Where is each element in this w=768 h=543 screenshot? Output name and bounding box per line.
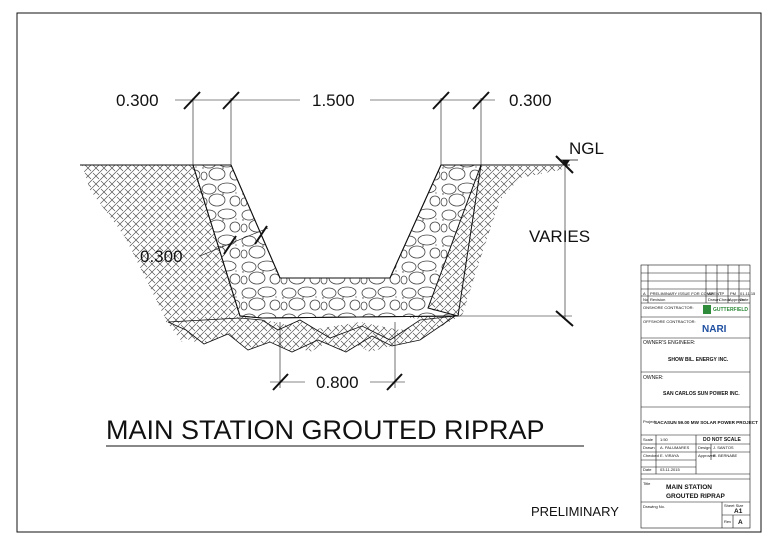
dim-channel-top: 1.500 [312, 91, 355, 110]
onshore-contractor-label: ONSHORE CONTRACTOR: [643, 305, 694, 310]
sheet-size-label: Sheet Size [724, 503, 744, 508]
thickness-dimension [199, 225, 269, 257]
drawn-value: A. PALUMARES [660, 445, 690, 450]
scale-label: Scale [643, 437, 654, 442]
owner-label: OWNER: [643, 375, 664, 381]
sheet-border [16, 12, 762, 533]
checked-label: Checked [643, 453, 659, 458]
date-label: Date [643, 467, 652, 472]
design-label: Design [698, 445, 710, 450]
owners-engineer-label: OWNER'S ENGINEER: [643, 340, 695, 346]
title-block [640, 264, 751, 529]
rev-row-app: PM [730, 291, 736, 296]
rev-header-by: Drawn [708, 297, 720, 302]
title-label: Title [643, 481, 651, 486]
approved-value: R. BERNABE [713, 453, 738, 458]
owners-engineer: SHOW BIL. ENERGY INC. [668, 357, 729, 363]
onshore-contractor-logo: GUTTERFIELD [713, 307, 748, 313]
rev-header-date: Date [740, 297, 749, 302]
channel-surface [230, 164, 442, 279]
bottom-soil [167, 315, 456, 353]
rev-value: A [738, 519, 743, 526]
owner-name: SAN CARLOS SUN POWER INC. [663, 391, 740, 397]
drawn-label: Drawn [643, 445, 655, 450]
rev-row-description: PRELIMINARY ISSUE FOR COMMENT [650, 291, 722, 296]
rev-header-description: Revision [650, 297, 665, 302]
dim-left-top: 0.300 [116, 91, 159, 110]
title-line-2: GROUTED RIPRAP [666, 493, 726, 500]
rev-row-date: 01.11.15 [740, 291, 756, 296]
scale-value: 1:50 [660, 437, 669, 442]
rev-header-app: Approve [729, 297, 745, 302]
rev-header-rev: No [643, 297, 649, 302]
approved-label: Approved [698, 453, 715, 458]
top-dimension [175, 91, 495, 165]
left-soil [82, 165, 240, 342]
ngl-marker [555, 155, 578, 174]
ngl-label: NGL [569, 139, 604, 158]
dim-thickness: 0.300 [140, 247, 183, 266]
offshore-contractor-label: OFFSHORE CONTRACTOR: [643, 319, 696, 324]
rev-row-chk: TP [719, 291, 724, 296]
drawing-no-label: Drawing No. [643, 504, 665, 509]
sheet-size-value: A1 [734, 508, 743, 515]
title-line-1: MAIN STATION [666, 484, 712, 491]
dim-right-top: 0.300 [509, 91, 552, 110]
preliminary-stamp: PRELIMINARY [531, 504, 619, 519]
bottom-dimension [270, 322, 405, 391]
depth-label: VARIES [529, 227, 590, 246]
design-value: J. SANTOS [713, 445, 734, 450]
dim-bottom: 0.800 [316, 373, 359, 392]
checked-value: E. VIRAYA [660, 453, 679, 458]
rev-row-by: AP [708, 291, 714, 296]
rev-row-rev: A [643, 291, 646, 296]
date-value: 03.11.2015 [660, 467, 680, 472]
rev-header-chk: Check [719, 297, 730, 302]
do-not-scale: DO NOT SCALE [703, 437, 741, 443]
gutterfield-logo-icon [703, 305, 711, 314]
rev-label: Rev [724, 519, 731, 524]
offshore-contractor-logo: NARI [702, 324, 727, 335]
depth-dimension [458, 166, 574, 327]
project-name: SACASUN 59.00 MW SOLAR POWER PROJECT [654, 420, 758, 425]
drawing-title: MAIN STATION GROUTED RIPRAP [106, 415, 545, 445]
project-label: Project [643, 419, 656, 424]
